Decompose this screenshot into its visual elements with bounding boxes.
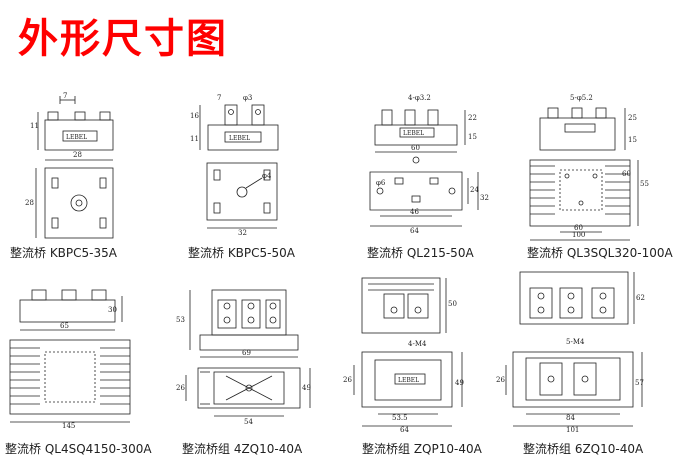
- device-label: LEBEL: [403, 130, 424, 137]
- dim-label: φ6: [376, 179, 386, 187]
- drawing-ql4sq4150-300a: 30 65 145: [9, 289, 131, 430]
- dim-label: 4-M4: [408, 340, 427, 348]
- dim-label: 60: [411, 144, 420, 152]
- caption-kbpc5-50a: 整流桥 KBPC5-50A: [188, 246, 295, 260]
- dim-label: 7: [63, 92, 67, 100]
- dim-label: 100: [572, 231, 585, 239]
- dim-label: 11: [30, 122, 39, 130]
- drawing-zqp10-40a: 50 4-M4 LEBEL 26 49 53.5 64: [343, 277, 464, 434]
- caption-kbpc5-35a: 整流桥 KBPC5-35A: [10, 246, 117, 260]
- dim-label: 7: [217, 94, 221, 102]
- dim-label: 5-φ5.2: [570, 94, 593, 102]
- dim-label: 5-M4: [566, 338, 585, 346]
- dim-label: 64: [410, 227, 419, 235]
- dim-label: 26: [176, 384, 185, 392]
- dim-label: 32: [480, 194, 489, 202]
- dim-label: 145: [62, 422, 75, 430]
- drawing-kbpc5-50a: 7 φ3 16 11 LEBEL φ4 32: [190, 94, 279, 237]
- device-label: LEBEL: [229, 135, 250, 142]
- dim-label: 49: [455, 379, 464, 387]
- dim-label: 84: [566, 414, 575, 422]
- dim-label: 15: [628, 136, 637, 144]
- dim-label: 28: [73, 151, 82, 159]
- drawing-4zq10-40a: 53 69 26 49 54: [176, 289, 311, 426]
- dim-label: 46: [410, 208, 419, 216]
- drawing-ql3sql320-100a: 5-φ5.2 25 15 55 60 60 100: [529, 94, 649, 241]
- dim-label: φ3: [243, 94, 252, 102]
- caption-6zq10-40a: 整流桥组 6ZQ10-40A: [523, 442, 644, 456]
- dim-label: 32: [238, 229, 247, 237]
- dim-label: 53.5: [392, 414, 408, 422]
- caption-4zq10-40a: 整流桥组 4ZQ10-40A: [182, 442, 303, 456]
- drawing-kbpc5-35a: 7 11 LEBEL 28 28: [25, 92, 114, 239]
- drawing-6zq10-40a: 62 5-M4 26 57 84 101: [496, 271, 645, 434]
- dim-label: 26: [496, 376, 505, 384]
- dim-label: 55: [640, 180, 649, 188]
- dim-label: 53: [176, 316, 185, 324]
- dim-label: 57: [635, 379, 644, 387]
- dim-label: 15: [468, 133, 477, 141]
- caption-ql4sq4150-300a: 整流桥 QL4SQ4150-300A: [5, 442, 152, 456]
- dim-label: 24: [470, 186, 479, 194]
- device-label: LEBEL: [66, 134, 87, 141]
- dim-label: 26: [343, 376, 352, 384]
- dim-label: 50: [448, 300, 457, 308]
- caption-ql215-50a: 整流桥 QL215-50A: [367, 246, 474, 260]
- dim-label: 60: [574, 224, 583, 232]
- dim-label: 101: [566, 426, 579, 434]
- dim-label: 16: [190, 112, 199, 120]
- dim-label: 60: [622, 170, 631, 178]
- page-title: 外形尺寸图: [18, 16, 228, 62]
- caption-zqp10-40a: 整流桥组 ZQP10-40A: [362, 442, 482, 456]
- dim-label: 62: [636, 294, 645, 302]
- dim-label: 54: [244, 418, 253, 426]
- dim-label: 11: [190, 135, 199, 143]
- dim-label: 64: [400, 426, 409, 434]
- dim-label: 30: [108, 306, 117, 314]
- device-label: LEBEL: [398, 377, 419, 384]
- dim-label: 28: [25, 199, 34, 207]
- dim-label: 69: [242, 349, 251, 357]
- drawing-ql215-50a: 4-φ3.2 22 15 LEBEL 60 φ6 24 32 46 64: [369, 94, 489, 235]
- dim-label: 65: [60, 322, 69, 330]
- dim-label: 49: [302, 384, 311, 392]
- dim-label: 22: [468, 114, 477, 122]
- dim-label: 4-φ3.2: [408, 94, 431, 102]
- dim-label: 25: [628, 114, 637, 122]
- dim-label: φ4: [262, 172, 272, 180]
- caption-ql3sql320-100a: 整流桥 QL3SQL320-100A: [527, 246, 673, 260]
